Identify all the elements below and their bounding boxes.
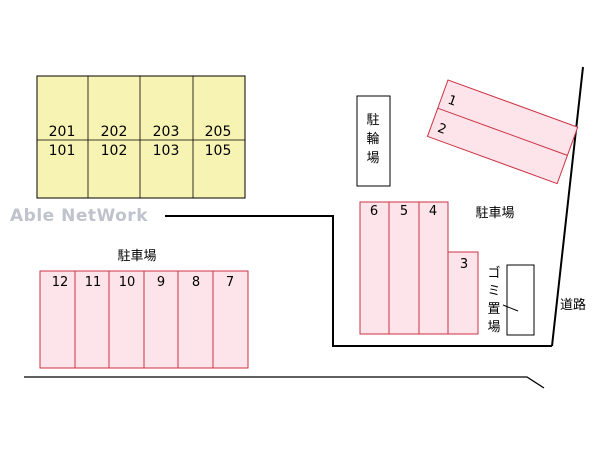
garbage-leader-line	[502, 304, 519, 312]
parking-space-number: 11	[85, 275, 102, 290]
unit-label: 102	[101, 143, 128, 159]
road-edge-line	[551, 66, 584, 347]
site-boundary-line	[165, 215, 552, 347]
apartment-building: 201 202 203 205 101 102 103 105	[36, 75, 246, 199]
parking-space-number: 5	[400, 204, 408, 219]
parking-space-number: 6	[370, 204, 378, 219]
unit-label: 201	[49, 124, 76, 140]
parking-right: 6 5 4 3	[359, 201, 479, 335]
garbage-label-char: 場	[487, 320, 500, 335]
parking-space-number: 10	[119, 275, 136, 290]
parking-space-number: 8	[192, 275, 200, 290]
garbage-label-char: ミ	[487, 284, 500, 299]
unit-label: 105	[205, 143, 232, 159]
bicycle-parking-label-char: 輪	[366, 131, 379, 147]
watermark: Able NetWork	[10, 206, 148, 226]
parking-left-label: 駐車場	[117, 249, 156, 264]
unit-label: 103	[153, 143, 180, 159]
unit-label: 101	[49, 143, 76, 159]
parking-space-number: 12	[52, 275, 69, 290]
bicycle-parking-label-char: 駐	[366, 113, 379, 128]
garbage-label-char: 置	[487, 302, 500, 317]
parking-space-number: 3	[460, 257, 468, 272]
parking-diagonal: 12	[426, 79, 579, 185]
garbage-box	[506, 264, 535, 336]
unit-label: 205	[205, 124, 232, 140]
unit-label: 202	[101, 124, 128, 140]
building-outline	[36, 75, 246, 199]
road-label: 道路	[560, 297, 586, 313]
garbage-label-char: ゴ	[487, 265, 500, 281]
bicycle-parking-outline	[356, 95, 391, 187]
parking-space-number: 4	[429, 204, 437, 219]
parking-space-number: 7	[226, 275, 234, 290]
parking-right-label: 駐車場	[475, 206, 514, 221]
front-road-line	[24, 376, 545, 389]
parking-space-number: 9	[157, 275, 165, 290]
bicycle-parking: 駐輪場	[356, 95, 391, 187]
bicycle-parking-label-char: 場	[366, 151, 379, 166]
unit-label: 203	[153, 124, 180, 140]
parking-left: 12 11 10 9 8 7	[39, 270, 249, 369]
